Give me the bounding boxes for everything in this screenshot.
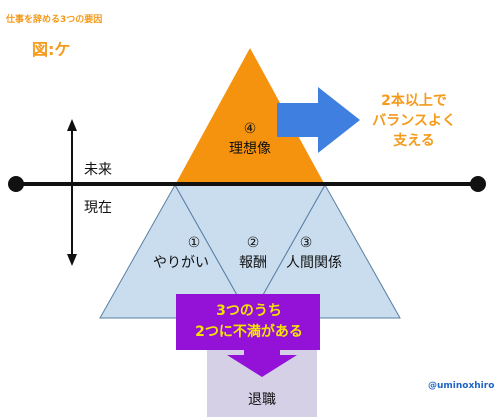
result-label: 退職 <box>248 392 276 408</box>
page-title: 仕事を辞める3つの要因 <box>5 13 102 25</box>
arrow-down-icon <box>67 254 77 266</box>
warning-line-2: 2つに不満がある <box>195 323 303 340</box>
factor-middle-label: 報酬 <box>239 255 267 271</box>
factor-triangle-right <box>249 183 401 319</box>
ideal-number: ④ <box>244 121 257 137</box>
arrow-up-icon <box>67 119 77 131</box>
future-label: 未来 <box>84 162 112 178</box>
factor-left-label: やりがい <box>153 255 209 271</box>
arrow-note: 2本以上で バランスよく 支える <box>372 92 456 149</box>
factor-right-label: 人間関係 <box>286 255 342 271</box>
factor-left-number: ① <box>188 235 201 251</box>
figure-label: 図:ケ <box>32 40 70 59</box>
arrow-right-icon <box>277 87 360 153</box>
ideal-triangle <box>175 48 325 185</box>
credit-handle: @uminoxhiro <box>428 381 494 391</box>
arrow-note-line-1: 2本以上で <box>381 92 447 109</box>
ideal-label: 理想像 <box>229 141 271 157</box>
factor-right-number: ③ <box>300 235 313 251</box>
timeline-start-dot <box>8 176 24 192</box>
warning-line-1: 3つのうち <box>216 303 282 319</box>
factor-middle-number: ② <box>247 235 260 251</box>
arrow-note-line-3: 支える <box>392 132 435 149</box>
warning-arrow-box <box>176 294 320 377</box>
timeline-end-dot <box>470 176 486 192</box>
arrow-note-line-2: バランスよく <box>372 113 456 129</box>
present-label: 現在 <box>84 200 112 216</box>
